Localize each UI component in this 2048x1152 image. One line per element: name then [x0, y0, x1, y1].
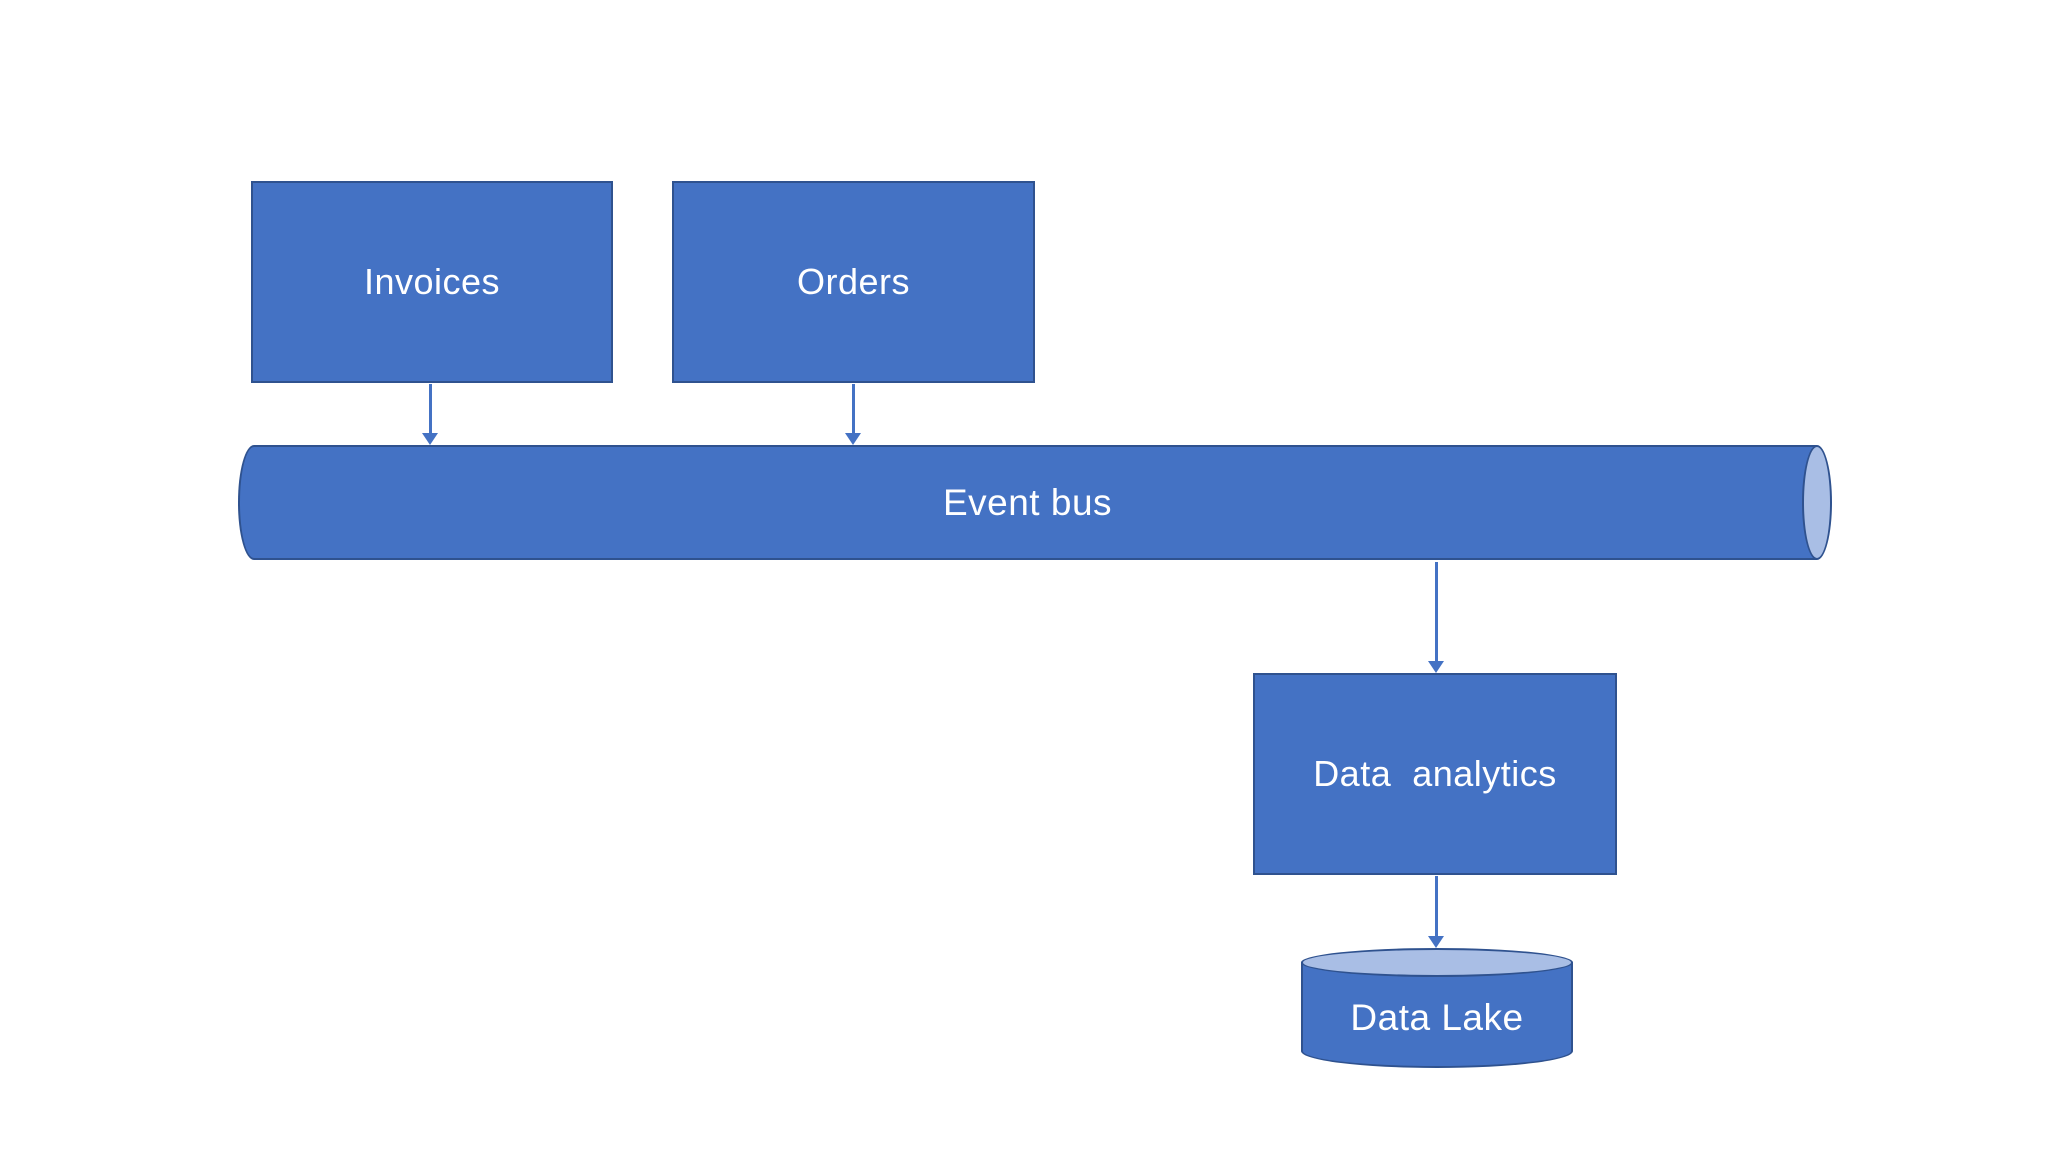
arrowhead-down-icon — [1428, 661, 1444, 673]
invoices-node — [251, 181, 613, 383]
arrowhead-down-icon — [1428, 936, 1444, 948]
arrow-shaft — [851, 384, 855, 433]
arrow-shaft — [1434, 562, 1438, 661]
data-analytics-node — [1253, 673, 1617, 875]
data-lake-cap — [1301, 948, 1573, 977]
arrow-shaft — [1434, 876, 1438, 936]
event-bus-node — [238, 445, 1817, 560]
data-lake-node — [1301, 962, 1573, 1068]
orders-node — [672, 181, 1035, 383]
event-bus-cap — [1802, 445, 1832, 560]
arrowhead-down-icon — [422, 433, 438, 445]
arrow-invoices-to-eventbus — [422, 384, 438, 445]
arrow-analytics-to-datalake — [1428, 876, 1444, 948]
arrow-orders-to-eventbus — [845, 384, 861, 445]
arrow-shaft — [428, 384, 432, 433]
arrow-eventbus-to-analytics — [1428, 562, 1444, 673]
arrowhead-down-icon — [845, 433, 861, 445]
